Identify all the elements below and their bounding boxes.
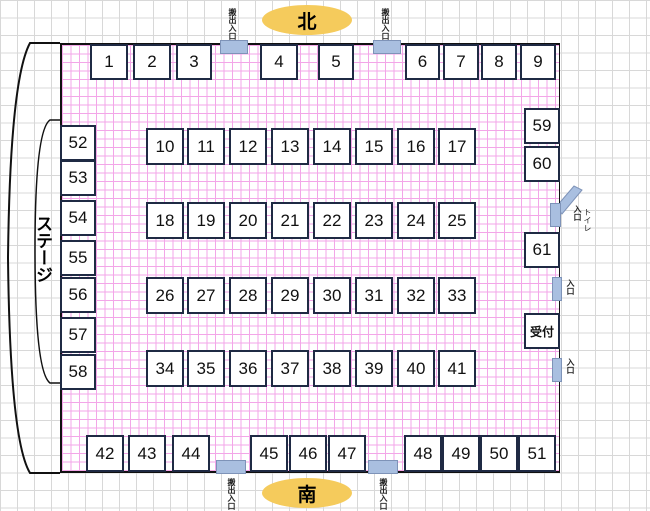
booth-13[interactable]: 13: [271, 128, 309, 165]
booth-44[interactable]: 44: [172, 435, 210, 472]
booth-55[interactable]: 55: [60, 240, 96, 276]
booth-26[interactable]: 26: [146, 277, 184, 314]
booth-32[interactable]: 32: [397, 277, 435, 314]
booth-49[interactable]: 49: [442, 435, 480, 472]
booth-15[interactable]: 15: [355, 128, 393, 165]
booth-45[interactable]: 45: [250, 435, 288, 472]
booth-27[interactable]: 27: [187, 277, 225, 314]
booth-36[interactable]: 36: [229, 350, 267, 387]
booth-31[interactable]: 31: [355, 277, 393, 314]
booth-61[interactable]: 61: [524, 232, 560, 268]
booth-1[interactable]: 1: [90, 44, 128, 80]
booth-51[interactable]: 51: [518, 435, 556, 472]
booth-22[interactable]: 22: [313, 202, 351, 239]
booth-53[interactable]: 53: [60, 160, 96, 196]
booth-47[interactable]: 47: [328, 435, 366, 472]
booth-17[interactable]: 17: [438, 128, 476, 165]
entrance-label: 入口: [566, 358, 575, 374]
booth-19[interactable]: 19: [187, 202, 225, 239]
loading-door-label: 搬出入口: [228, 8, 237, 40]
booth-3[interactable]: 3: [176, 44, 212, 80]
booth-41[interactable]: 41: [438, 350, 476, 387]
booth-42[interactable]: 42: [86, 435, 124, 472]
north-marker: 北: [262, 5, 352, 35]
stage-label: ステージ: [33, 215, 52, 283]
booth-6[interactable]: 6: [405, 44, 440, 80]
booth-50[interactable]: 50: [480, 435, 518, 472]
booth-28[interactable]: 28: [229, 277, 267, 314]
loading-door-north-1[interactable]: [220, 40, 248, 54]
loading-door-north-2[interactable]: [373, 40, 401, 54]
south-marker: 南: [262, 478, 352, 508]
booth-24[interactable]: 24: [397, 202, 435, 239]
booth-46[interactable]: 46: [289, 435, 327, 472]
loading-door-label: 搬出入口: [379, 478, 388, 510]
booth-37[interactable]: 37: [271, 350, 309, 387]
booth-40[interactable]: 40: [397, 350, 435, 387]
booth-33[interactable]: 33: [438, 277, 476, 314]
booth-11[interactable]: 11: [187, 128, 225, 165]
booth-8[interactable]: 8: [481, 44, 517, 80]
entrance-label: 入口: [573, 205, 582, 221]
booth-29[interactable]: 29: [271, 277, 309, 314]
booth-30[interactable]: 30: [313, 277, 351, 314]
booth-38[interactable]: 38: [313, 350, 351, 387]
booth-56[interactable]: 56: [60, 277, 96, 313]
booth-35[interactable]: 35: [187, 350, 225, 387]
reception-desk[interactable]: 受付: [524, 313, 560, 349]
booth-5[interactable]: 5: [318, 44, 354, 80]
loading-door-south-2[interactable]: [368, 460, 398, 474]
booth-7[interactable]: 7: [443, 44, 479, 80]
booth-39[interactable]: 39: [355, 350, 393, 387]
entrance-door-1[interactable]: [552, 277, 562, 301]
booth-58[interactable]: 58: [60, 354, 96, 390]
booth-60[interactable]: 60: [524, 146, 560, 182]
entrance-door-2[interactable]: [552, 358, 562, 382]
booth-34[interactable]: 34: [146, 350, 184, 387]
booth-59[interactable]: 59: [524, 108, 560, 144]
booth-18[interactable]: 18: [146, 202, 184, 239]
booth-23[interactable]: 23: [355, 202, 393, 239]
booth-10[interactable]: 10: [146, 128, 184, 165]
booth-54[interactable]: 54: [60, 200, 96, 236]
hall-floor: [60, 43, 560, 473]
booth-4[interactable]: 4: [260, 44, 298, 80]
booth-21[interactable]: 21: [271, 202, 309, 239]
loading-door-label: 搬出入口: [227, 478, 236, 510]
booth-12[interactable]: 12: [229, 128, 267, 165]
booth-52[interactable]: 52: [60, 125, 96, 161]
toilet-entrance-door[interactable]: [550, 203, 561, 227]
booth-14[interactable]: 14: [313, 128, 351, 165]
booth-43[interactable]: 43: [128, 435, 166, 472]
booth-20[interactable]: 20: [229, 202, 267, 239]
booth-25[interactable]: 25: [438, 202, 476, 239]
toilet-label: トイレ: [583, 208, 592, 232]
entrance-label: 入口: [566, 279, 575, 295]
booth-48[interactable]: 48: [404, 435, 442, 472]
loading-door-label: 搬出入口: [381, 8, 390, 40]
booth-9[interactable]: 9: [520, 44, 556, 80]
booth-2[interactable]: 2: [133, 44, 171, 80]
loading-door-south-1[interactable]: [216, 460, 246, 474]
booth-57[interactable]: 57: [60, 317, 96, 353]
booth-16[interactable]: 16: [397, 128, 435, 165]
